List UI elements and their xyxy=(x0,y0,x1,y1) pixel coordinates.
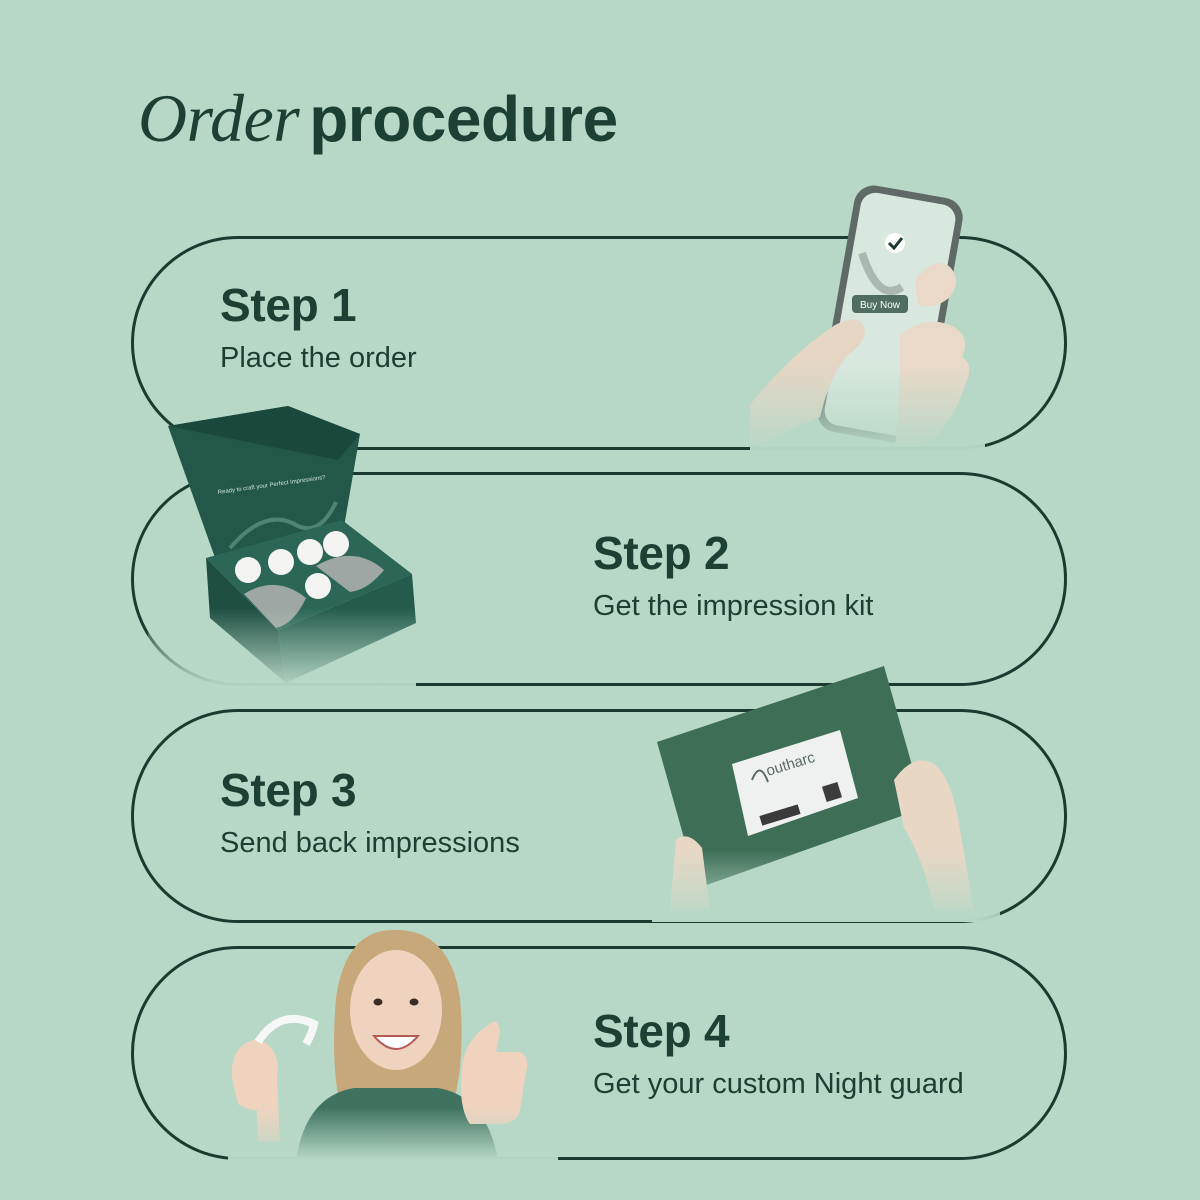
qr-code xyxy=(822,782,842,802)
step-1-label: Step 1 xyxy=(220,279,357,331)
aligner-image xyxy=(858,251,905,295)
step-4-card xyxy=(131,946,1067,1160)
step-2-label: Step 2 xyxy=(593,527,730,579)
buy-now-button xyxy=(852,295,908,313)
mailer-pouch-illustration: outharc xyxy=(652,666,1000,922)
putty-disc xyxy=(268,549,294,575)
check-mark xyxy=(887,237,904,251)
impression-tray-upper xyxy=(316,555,384,592)
step-1-card xyxy=(131,236,1067,450)
putty-disc xyxy=(297,539,323,565)
page-title-italic: Order xyxy=(138,80,300,156)
step-1-description: Place the order xyxy=(220,342,417,374)
putty-disc xyxy=(305,573,331,599)
smile xyxy=(371,1035,421,1050)
buy-now-label: Buy Now xyxy=(860,300,901,311)
step-4-description: Get your custom Night guard xyxy=(593,1068,964,1100)
step-3-text: Step 3 Send back impressions xyxy=(220,763,520,861)
impression-kit-illustration: Ready to craft your Perfect Impressions? xyxy=(148,406,416,688)
phone-in-hand-illustration: Buy Now xyxy=(750,185,985,450)
step-4-label: Step 4 xyxy=(593,1005,730,1057)
putty-disc xyxy=(235,557,261,583)
step-1-text: Step 1 Place the order xyxy=(220,278,417,376)
putty-disc xyxy=(323,531,349,557)
step-2-card xyxy=(131,472,1067,686)
step-2-description: Get the impression kit xyxy=(593,590,874,622)
thumb xyxy=(915,263,956,307)
page-title-bold: procedure xyxy=(309,83,618,155)
check-icon xyxy=(885,233,905,253)
brand-logo-icon xyxy=(751,769,769,783)
face xyxy=(350,950,442,1070)
step-3-label: Step 3 xyxy=(220,764,357,816)
step-2-text: Step 2 Get the impression kit xyxy=(593,526,873,624)
shipping-label xyxy=(732,730,858,836)
thumbs-up-hand xyxy=(461,1021,528,1124)
happy-customer-illustration xyxy=(228,929,558,1160)
step-3-description: Send back impressions xyxy=(220,827,520,859)
night-guard xyxy=(254,1014,319,1047)
barcode xyxy=(759,804,801,826)
step-4-text: Step 4 Get your custom Night guard xyxy=(593,1004,964,1102)
step-3-card xyxy=(131,709,1067,923)
